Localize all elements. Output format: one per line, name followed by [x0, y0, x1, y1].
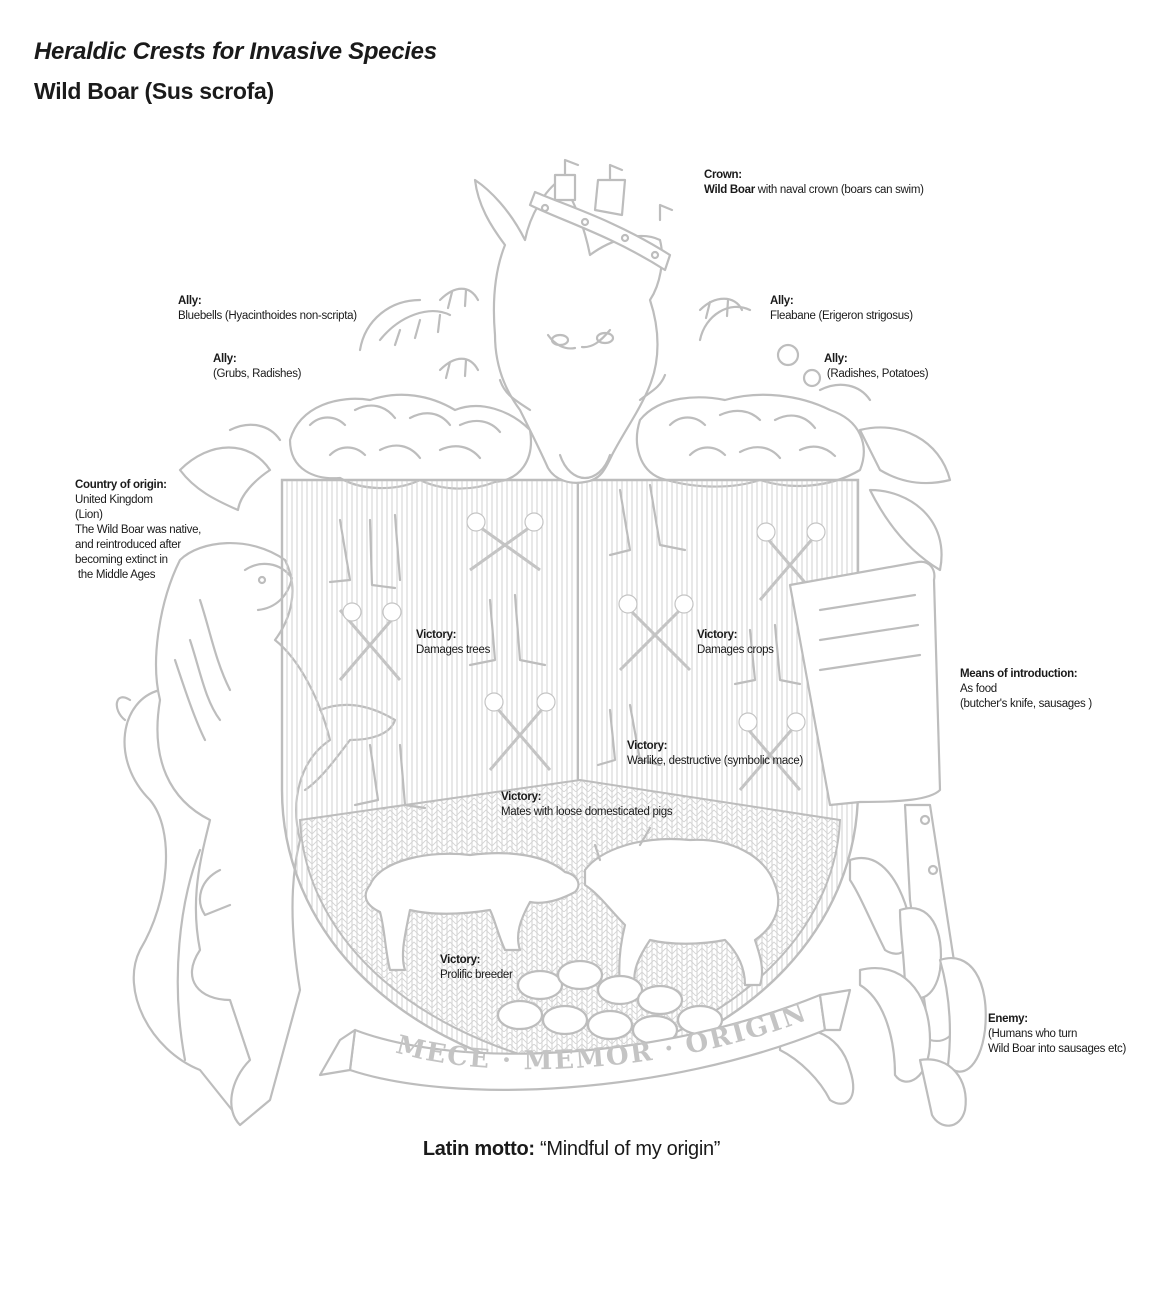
annotation-victory-trees: Victory: Damages trees	[416, 628, 490, 658]
annotation-line: Prolific breeder	[440, 969, 513, 981]
annotation-ally-grubs: Ally: (Grubs, Radishes)	[213, 352, 302, 382]
motto-caption: Latin motto: “Mindful of my origin”	[0, 1138, 1143, 1161]
annotation-line: Wild Boar into sausages etc)	[988, 1043, 1126, 1055]
annotation-heading: Ally:	[824, 353, 848, 365]
annotation-means-of-introduction: Means of introduction: As food (butcher'…	[960, 667, 1092, 712]
motto-caption-label: Latin motto:	[422, 1138, 535, 1160]
wild-boar	[583, 826, 780, 987]
annotation-heading: Enemy:	[988, 1013, 1028, 1025]
annotation-country-of-origin: Country of origin: United Kingdom (Lion)…	[75, 478, 201, 583]
annotation-line: (Radishes, Potatoes)	[824, 368, 929, 380]
page-subtitle: Wild Boar (Sus scrofa)	[34, 78, 274, 104]
annotation-line: Wild Boar with naval crown (boars can sw…	[704, 183, 924, 198]
annotation-line: Mates with loose domesticated pigs	[501, 806, 673, 818]
annotation-heading: Ally:	[178, 295, 202, 307]
annotation-line: As food	[960, 683, 997, 695]
annotation-heading: Ally:	[213, 353, 237, 365]
annotation-heading: Victory:	[416, 629, 457, 641]
annotation-line: (Lion)	[75, 509, 103, 521]
annotation-heading: Crown:	[704, 169, 742, 181]
annotation-heading: Ally:	[770, 295, 794, 307]
annotation-victory-breeder: Victory: Prolific breeder	[440, 953, 513, 983]
motto-caption-text: “Mindful of my origin”	[534, 1138, 721, 1160]
annotation-heading: Victory:	[697, 629, 738, 641]
annotation-line: (Grubs, Radishes)	[213, 368, 302, 380]
annotation-victory-mace: Victory: Warlike, destructive (symbolic …	[627, 739, 803, 769]
annotation-heading: Victory:	[627, 740, 668, 752]
annotation-line: becoming extinct in	[75, 554, 168, 566]
piglets	[496, 959, 724, 1046]
annotation-line: (butcher's knife, sausages )	[960, 698, 1092, 710]
annotation-heading: Victory:	[501, 791, 542, 803]
annotation-victory-mates: Victory: Mates with loose domesticated p…	[501, 790, 673, 820]
annotation-line: Bluebells (Hyacinthoides non-scripta)	[178, 310, 357, 322]
annotation-heading: Victory:	[440, 954, 481, 966]
motto-banner	[318, 988, 852, 1091]
annotation-bold: Wild Boar	[704, 184, 755, 196]
annotation-line: Damages trees	[416, 644, 491, 656]
annotation-line: Damages crops	[697, 644, 774, 656]
foliage	[178, 298, 952, 572]
annotation-enemy: Enemy: (Humans who turn Wild Boar into s…	[988, 1012, 1126, 1057]
grubs-and-radishes	[288, 393, 865, 490]
bluebells	[378, 287, 744, 380]
annotation-line: and reintroduced after	[75, 539, 181, 551]
annotation-line: Warlike, destructive (symbolic mace)	[627, 755, 804, 767]
annotation-text: with naval crown (boars can swim)	[754, 184, 924, 196]
annotation-crown: Crown: Wild Boar with naval crown (boars…	[704, 168, 924, 198]
annotation-victory-crops: Victory: Damages crops	[697, 628, 774, 658]
annotation-heading: Means of introduction:	[960, 668, 1078, 680]
annotation-line: United Kingdom	[75, 494, 153, 506]
annotation-heading: Country of origin:	[75, 479, 167, 491]
annotation-line: Fleabane (Erigeron strigosus)	[770, 310, 913, 322]
domestic-pig	[364, 852, 580, 972]
annotation-ally-fleabane: Ally: Fleabane (Erigeron strigosus)	[770, 294, 913, 324]
boar-head-crest	[473, 158, 674, 484]
annotation-ally-radishes: Ally: (Radishes, Potatoes)	[824, 352, 929, 382]
sausages	[778, 857, 987, 1127]
annotation-line: the Middle Ages	[75, 569, 156, 581]
annotation-ally-bluebells: Ally: Bluebells (Hyacinthoides non-scrip…	[178, 294, 357, 324]
annotation-line: (Humans who turn	[988, 1028, 1078, 1040]
page-title: Heraldic Crests for Invasive Species	[34, 38, 437, 65]
annotation-line: The Wild Boar was native,	[75, 524, 202, 536]
